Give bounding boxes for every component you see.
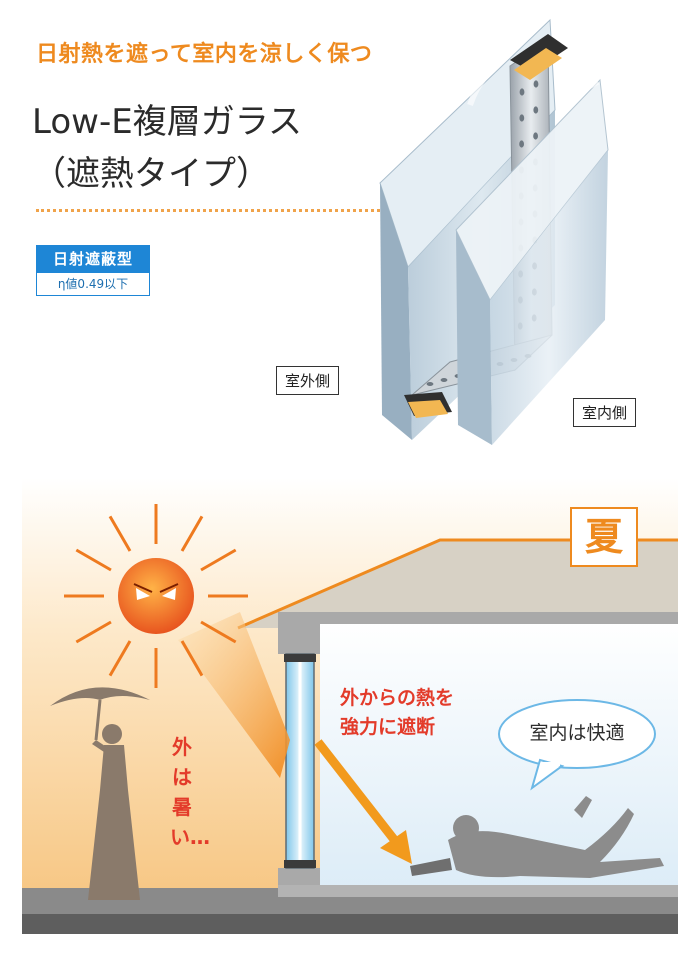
angry-sun-icon [64,504,248,688]
person-with-umbrella [50,687,150,900]
speech-bubble [498,699,656,791]
inside-side-label: 室内側 [573,398,637,427]
sun-ray [180,515,204,552]
inside-comfort-message: 室内は快適 [529,722,625,744]
season-badge: 夏 [570,507,638,567]
desiccant-hole [533,132,538,140]
title-line-1: Low-E複層ガラス [32,102,303,142]
ground-base [22,914,678,934]
relaxing-person [410,796,664,878]
desiccant-hole [533,80,539,88]
badge-label: 日射遮蔽型 [37,246,149,273]
heat-block-line-2: 強力に遮断 [340,716,436,738]
heat-block-line-1: 外からの熱を [340,687,455,709]
desiccant-hole [519,88,525,96]
title-line-2: （遮熱タイプ） [32,154,270,194]
desiccant-hole [533,106,539,114]
desiccant-hole [519,140,524,148]
sun-ray [180,640,204,677]
badge-value: η値0.49以下 [57,277,129,291]
sun-ray [108,515,132,552]
outside-side-label: 室外側 [276,366,340,395]
window-wall [278,612,320,894]
solar-shield-badge: 日射遮蔽型 η値0.49以下 [36,245,150,296]
sun-ray [108,640,132,677]
solar-heat-beam [178,612,290,778]
outside-hot-message: 外は暑い… [170,735,210,849]
sun-ray [75,620,112,644]
inner-glass-pane [455,78,609,445]
room-floor [278,885,678,897]
ceiling-beam [278,612,678,624]
house-roof [237,538,678,630]
desiccant-hole [440,378,448,382]
dotted-divider [36,209,386,212]
desiccant-hole [519,114,525,122]
sun-ray [200,548,237,572]
page-subtitle: 日射熱を遮って室内を涼しく保つ [36,42,373,67]
page-title: Low-E複層ガラス （遮熱タイプ） [32,96,302,200]
heat-block-message: 外からの熱を 強力に遮断 [340,684,454,742]
desiccant-hole [426,382,434,386]
sun-ray [200,620,237,644]
heat-blocked-arrow [314,739,412,864]
sun-ray [75,548,112,572]
